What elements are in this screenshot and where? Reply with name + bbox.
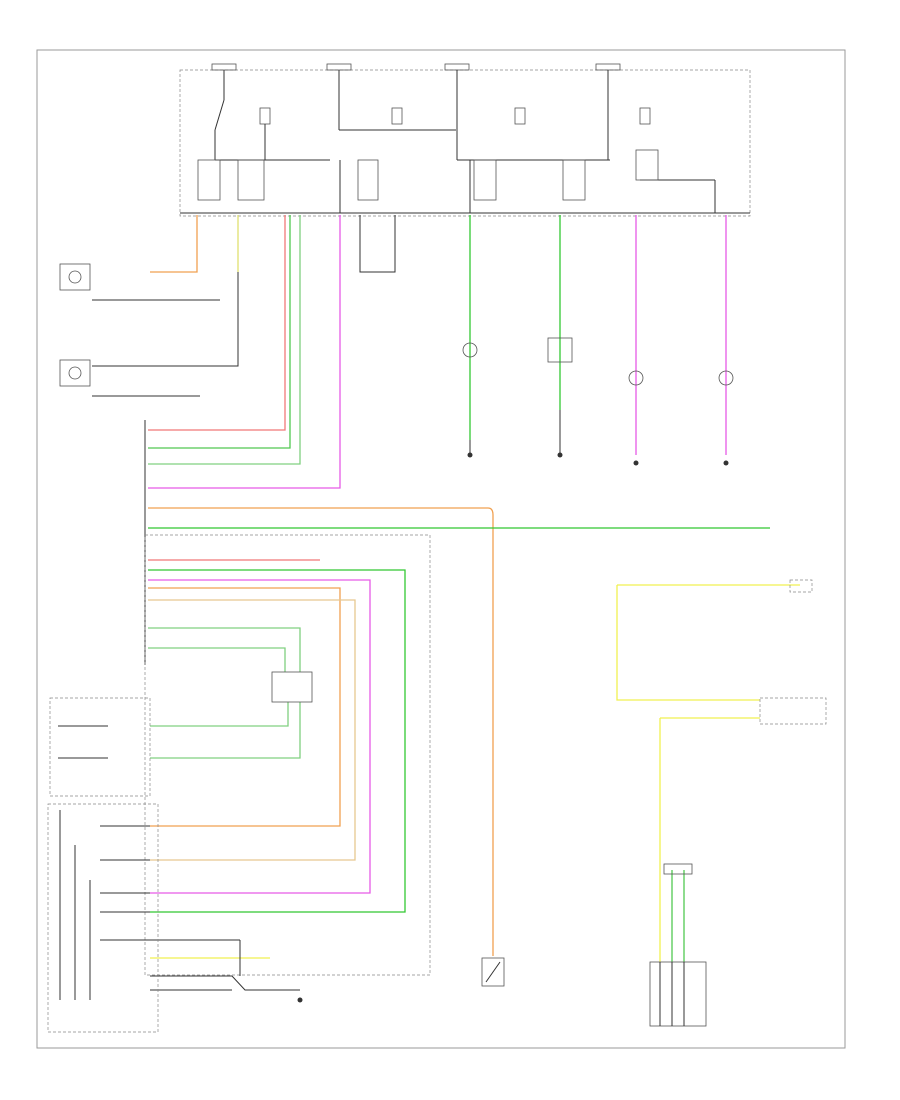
splice-pack-right bbox=[663, 863, 693, 875]
connector-right-mid bbox=[759, 697, 827, 725]
chassis-control-module bbox=[649, 961, 707, 1027]
wire-green-7 bbox=[150, 702, 301, 759]
ground-wires bbox=[92, 215, 729, 1003]
fuse-4 bbox=[595, 63, 621, 71]
wire-green-3 bbox=[148, 569, 406, 913]
wire-green-5 bbox=[148, 647, 286, 672]
wire-tan-1 bbox=[148, 599, 356, 861]
wire-orange-switch bbox=[148, 587, 341, 827]
wire-orange-sensor bbox=[148, 507, 494, 956]
turn-signal-switch bbox=[47, 803, 241, 1033]
wire-yellow-right-v bbox=[616, 585, 760, 701]
wire-magenta-1 bbox=[148, 215, 341, 489]
fuse-2 bbox=[326, 63, 352, 71]
ground-right-front bbox=[723, 460, 729, 466]
relay-3 bbox=[456, 70, 610, 213]
relay-1 bbox=[214, 70, 330, 161]
wires bbox=[148, 215, 800, 962]
wire-green-6 bbox=[150, 702, 289, 727]
ground-left-turn bbox=[467, 452, 473, 458]
fuse-3 bbox=[444, 63, 470, 71]
wire-orange-park-lamp bbox=[150, 215, 198, 273]
splice-pack-center bbox=[271, 671, 313, 703]
relay-2 bbox=[338, 70, 456, 213]
wire-green-1 bbox=[148, 215, 291, 449]
wire-magenta-2 bbox=[148, 579, 371, 894]
wire-green-2 bbox=[148, 215, 301, 465]
front-turn-signal-lamp bbox=[547, 337, 573, 363]
left-turn-lamp bbox=[462, 342, 478, 358]
connector-right-top bbox=[789, 579, 813, 593]
relay-4 bbox=[607, 70, 716, 213]
rear-turn-lamp-left bbox=[628, 370, 644, 386]
ground-front-turn bbox=[557, 452, 563, 458]
diagram-border bbox=[36, 49, 846, 1049]
rear-turn-lamp-right bbox=[718, 370, 734, 386]
underhood-fuse-block bbox=[179, 63, 751, 217]
front-park-lamp-right bbox=[59, 263, 91, 291]
front-park-lamp-left bbox=[59, 359, 91, 387]
wire-pink-1 bbox=[148, 215, 286, 431]
ground-switch bbox=[297, 997, 303, 1003]
body-control-module bbox=[144, 420, 431, 976]
brake-sensor bbox=[481, 957, 505, 987]
fuse-1 bbox=[211, 63, 237, 71]
ground-right-turn bbox=[633, 460, 639, 466]
wire-green-4 bbox=[148, 627, 301, 672]
hazard-switch-assembly bbox=[49, 697, 151, 797]
